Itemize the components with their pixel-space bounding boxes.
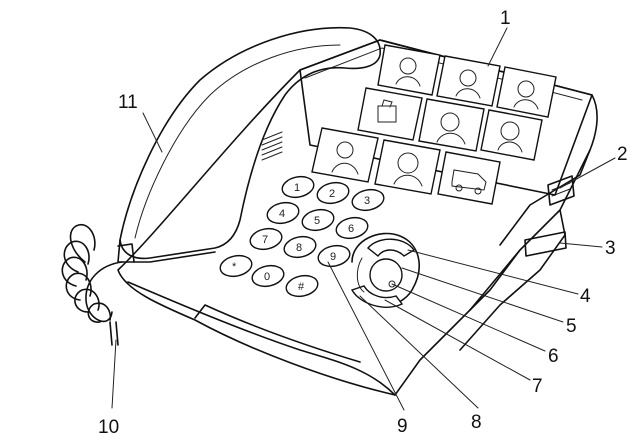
callout-9: 9 [397, 416, 408, 437]
photo-key-ambulance[interactable] [437, 151, 501, 205]
key-8[interactable]: 8 [282, 234, 317, 260]
photo-key[interactable] [496, 66, 557, 118]
svg-text:5: 5 [314, 215, 320, 227]
photo-keys [311, 44, 557, 205]
callout-1: 1 [500, 8, 511, 29]
svg-text:1: 1 [294, 182, 300, 194]
svg-text:*: * [232, 261, 237, 273]
svg-text:3: 3 [364, 195, 370, 207]
callout-6: 6 [548, 346, 559, 367]
key-4[interactable]: 4 [265, 200, 300, 226]
callout-4: 4 [580, 286, 591, 307]
photo-key[interactable] [418, 98, 485, 152]
photo-key[interactable] [374, 139, 441, 195]
upper-arc-button[interactable] [367, 238, 416, 257]
key-1[interactable]: 1 [280, 174, 315, 200]
svg-text:9: 9 [330, 251, 336, 263]
key-star[interactable]: * [218, 253, 253, 279]
key-7[interactable]: 7 [248, 226, 283, 252]
key-0[interactable]: 0 [250, 263, 285, 289]
number-keypad: 1 2 3 4 5 6 7 8 [218, 174, 385, 299]
photo-key[interactable] [436, 55, 501, 107]
key-2[interactable]: 2 [315, 180, 350, 206]
key-6[interactable]: 6 [334, 215, 369, 241]
coiled-cord [61, 223, 123, 346]
key-3[interactable]: 3 [350, 187, 385, 213]
callout-5: 5 [566, 316, 577, 337]
callout-10: 10 [98, 417, 119, 438]
svg-text:8: 8 [296, 242, 302, 254]
callout-7: 7 [532, 376, 543, 397]
key-hash[interactable]: # [284, 273, 319, 299]
callout-numbers: 1 2 3 4 5 6 7 8 9 10 11 [98, 8, 628, 438]
lower-arc-button[interactable] [350, 285, 404, 308]
svg-text:0: 0 [264, 271, 270, 283]
control-cluster [350, 232, 420, 308]
callout-2: 2 [617, 144, 628, 165]
leader-lines [111, 27, 616, 411]
photo-key[interactable] [377, 44, 441, 96]
handset[interactable] [117, 26, 381, 263]
svg-text:4: 4 [279, 208, 285, 220]
svg-text:#: # [298, 281, 305, 293]
svg-text:7: 7 [262, 234, 268, 246]
callout-3: 3 [605, 238, 616, 259]
key-9[interactable]: 9 [316, 243, 351, 269]
callout-11: 11 [118, 92, 138, 113]
svg-text:2: 2 [329, 188, 335, 200]
photo-key[interactable] [311, 127, 379, 183]
photo-key[interactable] [357, 87, 423, 141]
phone-base [117, 39, 598, 396]
center-button[interactable] [369, 258, 403, 292]
photo-key[interactable] [480, 109, 543, 161]
svg-text:6: 6 [348, 223, 354, 235]
key-5[interactable]: 5 [300, 207, 335, 233]
callout-8: 8 [471, 412, 482, 433]
